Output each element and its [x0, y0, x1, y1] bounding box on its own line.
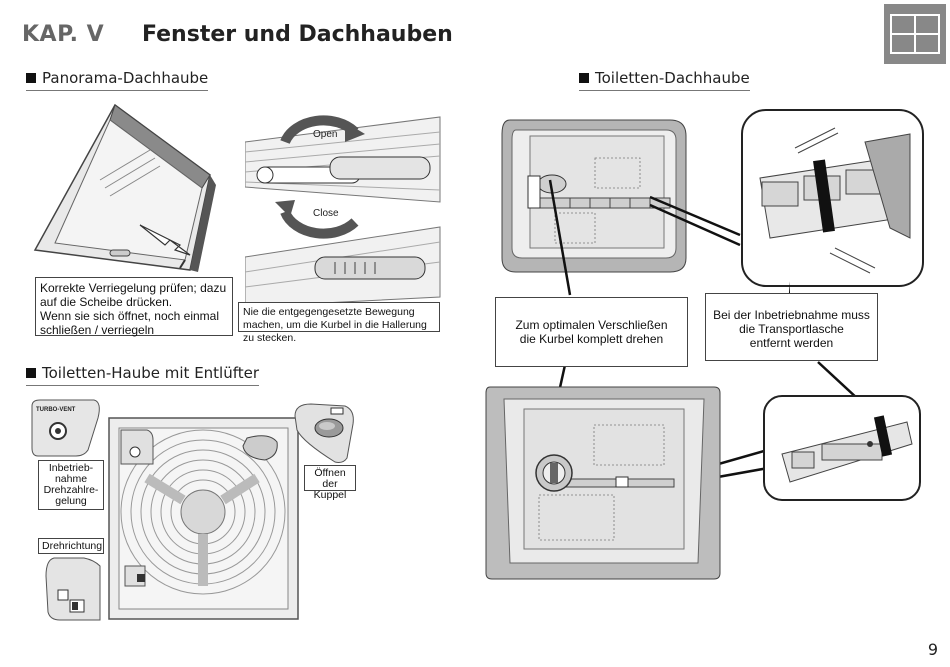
bullet-square-icon	[26, 368, 36, 378]
panorama-skylight-illustration	[33, 103, 216, 272]
section-panorama-text: Panorama-Dachhaube	[42, 69, 209, 87]
toilet-vent-hood-illustration	[108, 417, 299, 620]
crank-open-label: Open	[313, 129, 337, 140]
dome-open-knob-illustration	[294, 403, 354, 463]
section-toilet-hatch-heading: Toiletten-Dachhaube	[579, 69, 750, 91]
bullet-square-icon	[579, 73, 589, 83]
transport-strap-detail-bottom	[763, 395, 921, 501]
note-crank-direction: Nie die entgegengesetzte Bewegung machen…	[238, 302, 440, 344]
toilet-hatch-bottom-illustration	[485, 386, 721, 580]
section-toilet-vent-text: Toiletten-Haube mit Entlüfter	[42, 364, 260, 382]
crank-open-close-illustration: Open Close	[245, 115, 441, 308]
turbo-vent-panel-label: TURBO-VENT	[36, 407, 76, 413]
chapter-label: KAP. V	[22, 22, 105, 47]
note-crank-fully-closed: Zum optimalen Verschließen die Kurbel ko…	[495, 297, 688, 367]
turbo-vent-control-panel: TURBO-VENT	[31, 399, 100, 457]
bullet-square-icon	[26, 73, 36, 83]
page-number: 9	[927, 640, 938, 659]
section-toilet-hatch-text: Toiletten-Dachhaube	[595, 69, 750, 87]
transport-strap-detail-top	[741, 109, 924, 287]
note-remove-transport-strap: Bei der Inbetriebnahme muss die Transpor…	[705, 293, 878, 361]
label-start-speed-control: Inbetrieb- nahme Drehzahlre- gelung	[38, 460, 104, 510]
note-check-locking: Korrekte Verriegelung prüfen; dazu auf d…	[35, 277, 233, 337]
toilet-hatch-top-illustration	[501, 119, 687, 273]
page-title: Fenster und Dachhauben	[142, 22, 453, 47]
section-toilet-vent-heading: Toiletten-Haube mit Entlüfter	[26, 364, 260, 386]
label-rotation-direction: Drehrichtung	[38, 538, 104, 554]
label-open-dome: Öffnen der Kuppel	[304, 465, 356, 501]
chapter-tab-window-icon	[884, 4, 946, 64]
rotation-switch-detail	[45, 557, 101, 621]
section-panorama-heading: Panorama-Dachhaube	[26, 69, 209, 91]
crank-close-label: Close	[313, 208, 339, 219]
